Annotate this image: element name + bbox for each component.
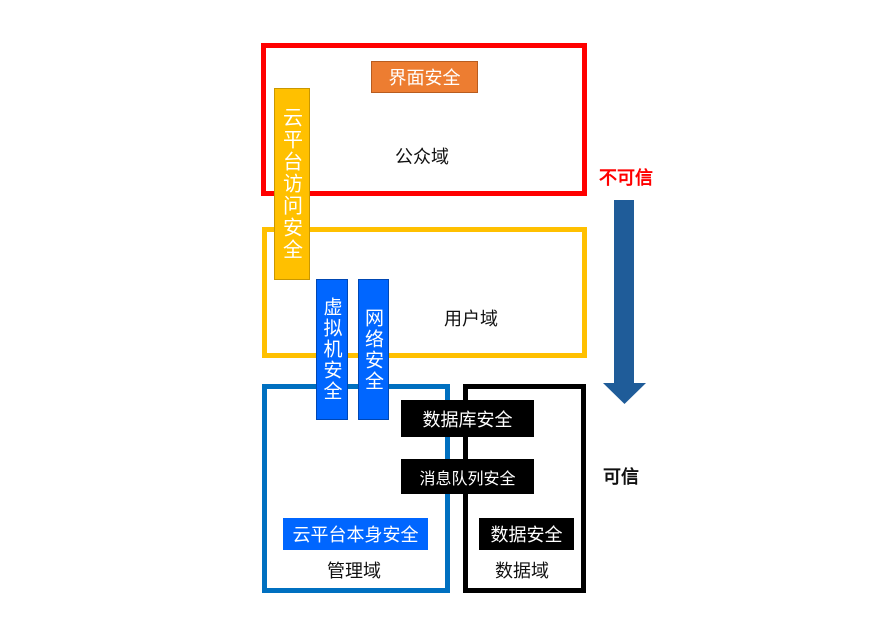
mq-security-box: 消息队列安全 bbox=[401, 459, 534, 494]
cloud-platform-security-box: 云平台本身安全 bbox=[283, 518, 428, 550]
interface-security-box: 界面安全 bbox=[371, 61, 478, 93]
cloud-access-security-label: 云平台访问安全 bbox=[279, 107, 304, 261]
public-zone bbox=[261, 43, 587, 196]
untrusted-label: 不可信 bbox=[599, 168, 653, 189]
cloud-platform-security-label: 云平台本身安全 bbox=[292, 525, 419, 546]
mq-security-label: 消息队列安全 bbox=[419, 468, 516, 488]
public-zone-label: 公众域 bbox=[395, 147, 449, 168]
data-security-label: 数据安全 bbox=[490, 525, 563, 546]
cloud-access-security-box: 云平台访问安全 bbox=[274, 88, 310, 280]
management-zone-label: 管理域 bbox=[327, 561, 381, 582]
trust-arrow bbox=[603, 200, 646, 404]
interface-security-label: 界面安全 bbox=[388, 68, 461, 89]
user-zone-label: 用户域 bbox=[444, 309, 498, 330]
data-security-box: 数据安全 bbox=[479, 518, 574, 550]
database-security-box: 数据库安全 bbox=[401, 400, 534, 437]
trust-arrow-shaft bbox=[614, 200, 634, 383]
trust-arrow-head bbox=[603, 383, 646, 404]
vm-security-label: 虚拟机安全 bbox=[320, 297, 343, 402]
user-zone bbox=[262, 227, 587, 358]
data-zone-label: 数据域 bbox=[495, 561, 549, 582]
network-security-box: 网络安全 bbox=[358, 279, 389, 420]
vm-security-box: 虚拟机安全 bbox=[316, 279, 348, 420]
trusted-label: 可信 bbox=[603, 467, 639, 488]
network-security-label: 网络安全 bbox=[362, 307, 384, 392]
database-security-label: 数据库安全 bbox=[422, 409, 513, 431]
